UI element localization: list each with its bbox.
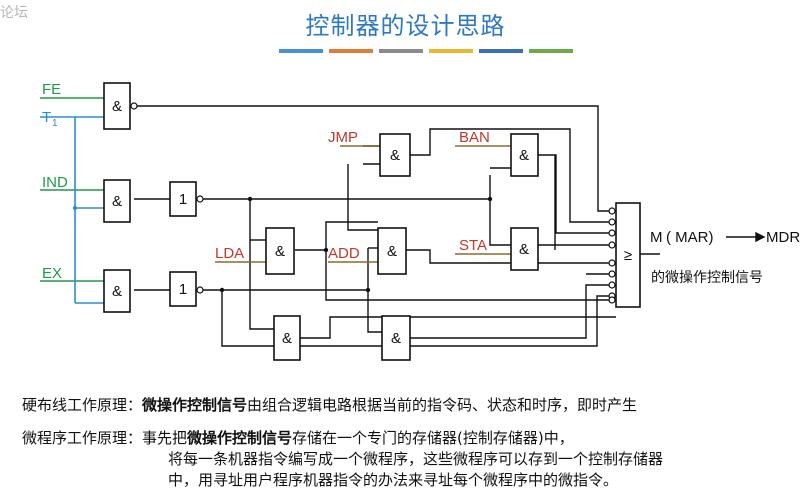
label-t1: T (42, 109, 51, 126)
output-caption: 的微操作控制信号 (651, 270, 763, 286)
gate-symbol: & (282, 330, 292, 347)
microprogram-line2: 将每一条机器指令编写成一个微程序，这些微程序可以存到一个控制存储器 (168, 450, 664, 468)
and-gate-bottom-right (381, 315, 411, 361)
label-ex: EX (42, 265, 62, 282)
and-gate-jmp (379, 133, 411, 177)
slide-title: 控制器的设计思路 (305, 12, 506, 40)
microprogram-bold: 微操作控制信号 (187, 429, 293, 447)
gate-symbol: & (275, 243, 285, 260)
microprogram-line1-b: 存储在一个专门的存储器(控制存储器)中， (292, 429, 574, 447)
hardwired-desc: 由组合逻辑电路根据当前的指令码、状态和时序，即时产生 (247, 396, 638, 414)
label-sta: STA (459, 237, 487, 254)
label-add: ADD (328, 245, 360, 262)
gate-symbol: 1 (179, 281, 187, 298)
output-m: M (650, 229, 663, 246)
microprogram-principle: 微程序工作原理：事先把微操作控制信号存储在一个专门的存储器(控制存储器)中， (22, 427, 574, 448)
hardwired-label: 硬布线工作原理： (22, 396, 143, 414)
label-ban: BAN (459, 129, 490, 146)
stripe-1 (279, 49, 323, 53)
logic-circuit-diagram: & & & 1 1 & & & & & & & ≥ FE T 1 IND EX … (40, 81, 800, 361)
microprogram-line3: 中，用寻址用户程序机器指令的办法来寻址每个微程序中的微指令。 (168, 471, 619, 489)
gate-symbol: & (112, 98, 122, 115)
hardwired-principle: 硬布线工作原理：微操作控制信号由组合逻辑电路根据当前的指令码、状态和时序，即时产… (22, 394, 637, 415)
label-fe: FE (42, 81, 61, 98)
gate-symbol: & (391, 330, 401, 347)
microprogram-line1-a: 事先把 (142, 429, 188, 447)
and-gate-lda (265, 227, 295, 275)
gate-symbol: & (519, 147, 529, 164)
and-gate-ind (103, 179, 131, 223)
stripe-6 (529, 49, 573, 53)
label-jmp: JMP (328, 129, 358, 146)
label-lda: LDA (215, 245, 244, 262)
gate-symbol: 1 (179, 191, 187, 208)
or-gate (615, 202, 641, 308)
and-gate-add (377, 227, 407, 275)
title-underline-stripes (279, 49, 573, 53)
gate-symbol: & (519, 241, 529, 258)
not-gate-2 (169, 271, 197, 307)
and-gate-bottom-left (273, 315, 301, 361)
stripe-3 (379, 49, 423, 53)
microprogram-label: 微程序工作原理： (22, 429, 143, 447)
stripe-2 (329, 49, 373, 53)
and-gate-sta (510, 227, 539, 271)
not-gate-1 (169, 181, 197, 217)
output-mdr: MDR (766, 229, 800, 246)
and-gate-ban (510, 133, 539, 177)
stripe-4 (429, 49, 473, 53)
and-gate-fe (103, 82, 131, 130)
gate-symbol: & (112, 283, 122, 300)
label-ind: IND (42, 174, 68, 191)
hardwired-bold: 微操作控制信号 (142, 396, 248, 414)
and-gate-ex (103, 269, 131, 313)
gate-symbol: & (387, 243, 397, 260)
watermark: 论坛 (0, 5, 28, 21)
stripe-5 (479, 49, 523, 53)
gate-symbol: & (112, 193, 122, 210)
gate-symbol: ≥ (624, 247, 632, 264)
gate-symbol: & (390, 147, 400, 164)
label-t1-subscript: 1 (52, 118, 58, 129)
output-mar: ( MAR) (666, 229, 714, 246)
